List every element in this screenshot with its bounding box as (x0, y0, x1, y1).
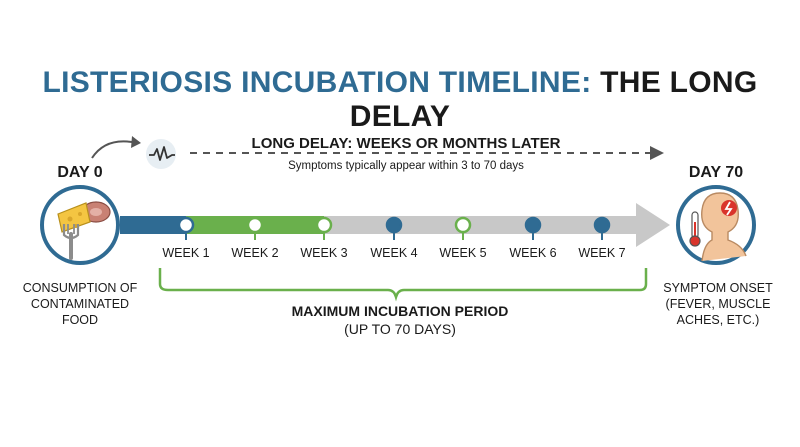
pulse-icon (146, 139, 176, 169)
incubation-period-sub: (UP TO 70 DAYS) (344, 321, 456, 337)
week-label: WEEK 4 (370, 246, 418, 260)
curved-arrow-head (131, 136, 141, 148)
incubation-bracket (158, 268, 648, 302)
start-caption-line: CONSUMPTION OF (22, 281, 138, 295)
week-marker (454, 216, 472, 240)
week-marker (593, 216, 611, 240)
start-caption-line: FOOD (61, 313, 99, 327)
incubation-period-label: MAXIMUM INCUBATION PERIOD (UP TO 70 DAYS… (250, 302, 550, 338)
food-on-fork-icon (40, 185, 120, 265)
end-caption-line: (FEVER, MUSCLE (665, 297, 771, 311)
curved-arrow (91, 140, 133, 159)
week-marker (177, 216, 195, 240)
end-day-label: DAY 70 (688, 164, 744, 181)
start-caption: CONSUMPTION OF CONTAMINATED FOOD (6, 280, 154, 328)
page-title: LISTERIOSIS INCUBATION TIMELINE: THE LON… (0, 66, 800, 134)
start-caption-line: CONTAMINATED (30, 297, 130, 311)
week-marker (246, 216, 264, 240)
week-label: WEEK 7 (578, 246, 626, 260)
start-day-label: DAY 0 (57, 164, 103, 181)
title-emphasis: THE LONG DELAY (349, 66, 758, 133)
dashed-arrow-head (650, 146, 664, 160)
end-caption-line: SYMPTOM ONSET (663, 281, 773, 295)
week-label: WEEK 6 (509, 246, 557, 260)
week-label: WEEK 3 (300, 246, 348, 260)
week-label: WEEK 5 (439, 246, 487, 260)
sick-person-icon (676, 185, 756, 265)
title-main: LISTERIOSIS INCUBATION TIMELINE: (42, 66, 592, 99)
week-label: WEEK 2 (231, 246, 279, 260)
week-marker (385, 216, 403, 240)
week-label: WEEK 1 (162, 246, 210, 260)
end-caption: SYMPTOM ONSET (FEVER, MUSCLE ACHES, ETC.… (648, 280, 788, 328)
incubation-period-heading: MAXIMUM INCUBATION PERIOD (291, 303, 509, 319)
end-caption-line: ACHES, ETC.) (676, 313, 760, 327)
delay-subtext: Symptoms typically appear within 3 to 70… (288, 160, 524, 172)
week-marker (315, 216, 333, 240)
week-markers (177, 216, 611, 240)
week-marker (524, 216, 542, 240)
delay-heading: LONG DELAY: WEEKS OR MONTHS LATER (251, 135, 561, 152)
